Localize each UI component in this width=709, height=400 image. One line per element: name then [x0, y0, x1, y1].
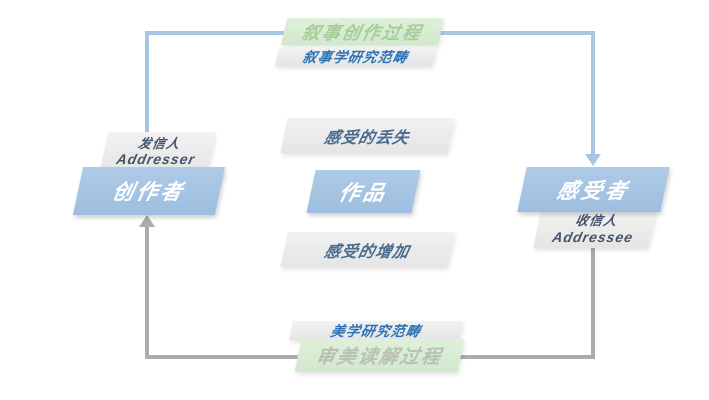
- narratology-scope-banner: 叙事学研究范畴: [274, 47, 437, 66]
- narrative-creation-process-banner: 叙事创作过程: [281, 18, 444, 45]
- addresser-role-box: 发信人 Addresser: [99, 132, 216, 172]
- reading-arrow-left-segment: [145, 227, 149, 359]
- work-label: 作品: [336, 181, 390, 205]
- aesthetics-scope-label: 美学研究范畴: [329, 322, 423, 339]
- aesthetics-scope-banner: 美学研究范畴: [288, 321, 464, 340]
- down-arrowhead-icon: [585, 154, 601, 166]
- aesthetic-reading-process-label: 审美读解过程: [313, 347, 445, 368]
- creator-node: 创作者: [72, 167, 226, 215]
- up-arrowhead-icon: [139, 215, 155, 227]
- feeling-gain-box: 感受的增加: [280, 232, 455, 267]
- reading-arrow-right-segment: [591, 246, 595, 359]
- creation-arrow-right-segment: [591, 31, 595, 155]
- addresser-role-cn: 发信人: [136, 135, 182, 151]
- feeling-gain-label: 感受的增加: [322, 243, 412, 261]
- narrative-creation-process-label: 叙事创作过程: [300, 22, 425, 43]
- narratology-scope-label: 叙事学研究范畴: [301, 48, 410, 65]
- feeling-loss-label: 感受的丢失: [322, 129, 412, 147]
- aesthetic-reading-process-banner: 审美读解过程: [294, 339, 465, 372]
- addressee-role-box: 收信人 Addressee: [533, 211, 656, 248]
- perceiver-label: 感受者: [554, 179, 632, 203]
- feeling-loss-box: 感受的丢失: [280, 118, 455, 153]
- addressee-role-cn: 收信人: [573, 213, 619, 229]
- creation-arrow-left-segment: [145, 31, 149, 133]
- addresser-role-en: Addresser: [115, 151, 197, 168]
- perceiver-node: 感受者: [517, 167, 670, 212]
- creator-label: 创作者: [110, 181, 188, 204]
- work-node: 作品: [306, 170, 421, 213]
- addressee-role-en: Addressee: [550, 228, 635, 245]
